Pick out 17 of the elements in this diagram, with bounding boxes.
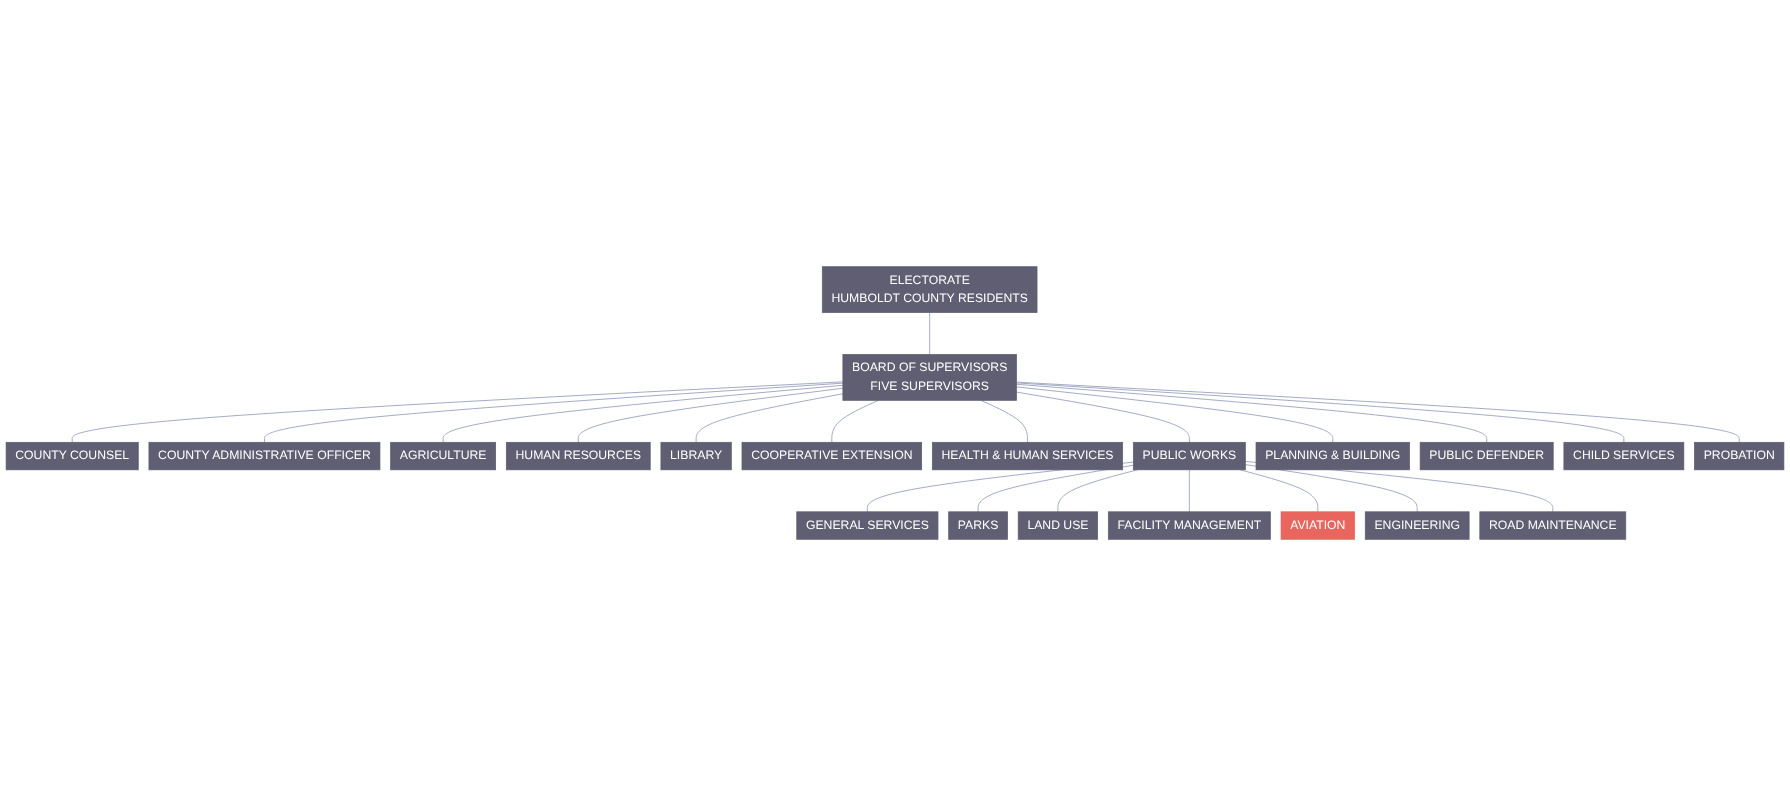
connector: [980, 399, 1028, 443]
connector: [695, 393, 844, 443]
connector: [1016, 381, 1740, 443]
connector: [264, 382, 844, 443]
connector: [977, 464, 1134, 513]
connector: [831, 399, 880, 443]
connector: [1016, 383, 1488, 443]
connector: [1016, 391, 1190, 443]
connector: [1057, 469, 1138, 513]
connector: [577, 387, 844, 443]
connector: [1239, 469, 1319, 513]
connector: [1016, 386, 1334, 443]
connector: [71, 381, 844, 443]
connector: [442, 384, 844, 443]
connector: [1016, 382, 1625, 443]
connector: [1188, 469, 1190, 513]
connector: [929, 312, 931, 355]
